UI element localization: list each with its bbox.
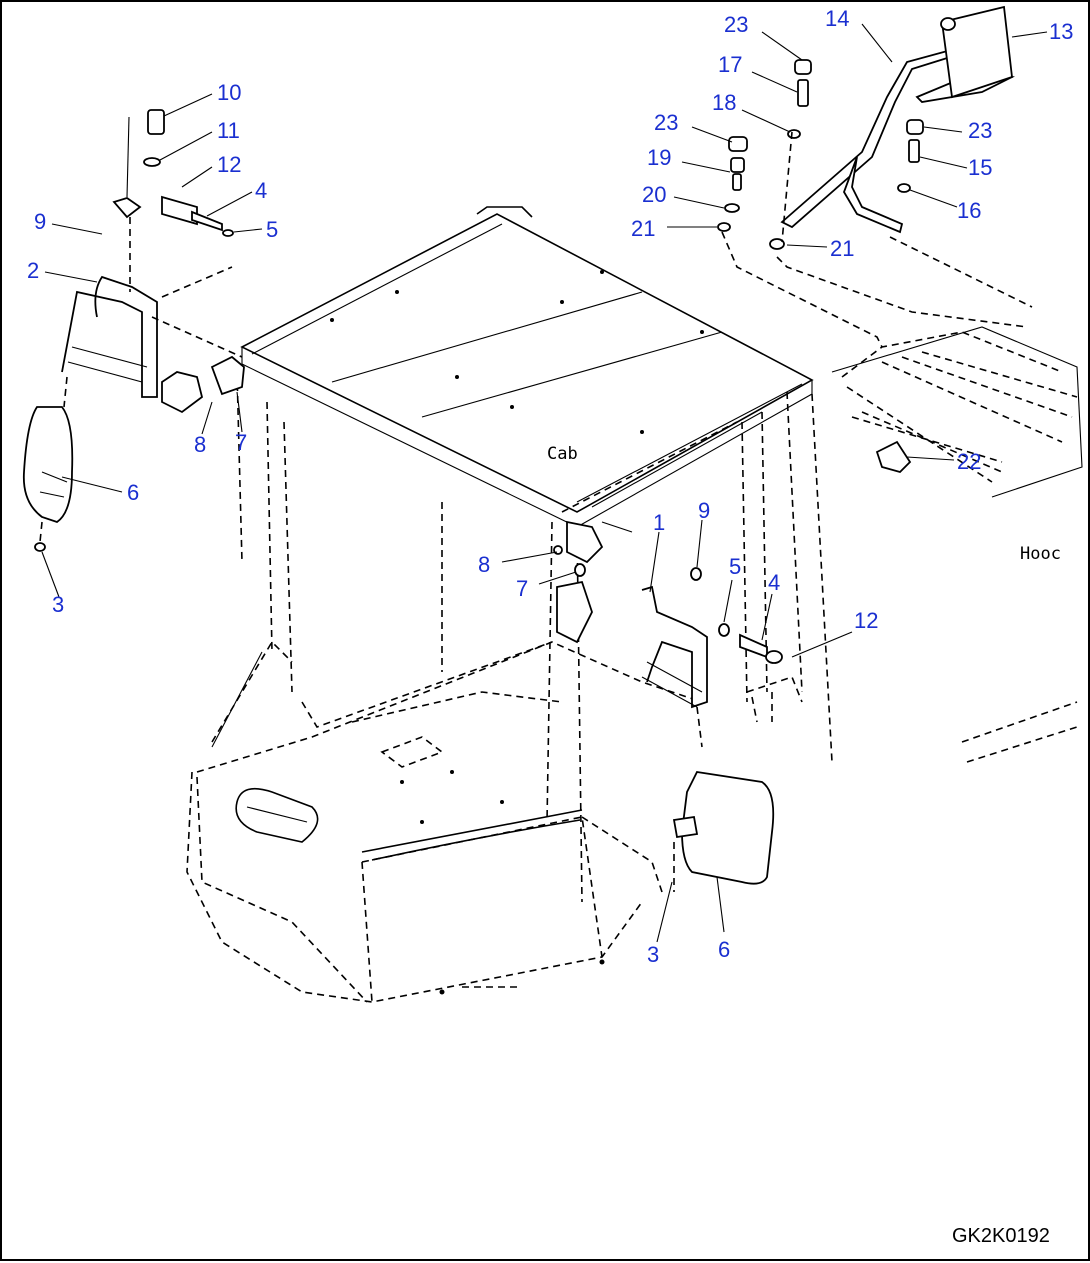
callout-19: 19 bbox=[647, 145, 671, 170]
callout-4: 4 bbox=[768, 570, 780, 595]
callout-16: 16 bbox=[957, 198, 981, 223]
right-mirror-assembly bbox=[553, 520, 783, 892]
callout-14: 14 bbox=[825, 6, 849, 31]
callout-11: 11 bbox=[217, 118, 240, 143]
callout-18: 18 bbox=[712, 90, 736, 115]
callout-8: 8 bbox=[194, 432, 206, 457]
callout-2: 2 bbox=[27, 258, 39, 283]
leader-lines bbox=[41, 23, 1048, 943]
callout-21: 21 bbox=[830, 236, 854, 261]
cab-roof bbox=[240, 206, 814, 528]
callout-1: 1 bbox=[653, 510, 665, 535]
callout-23: 23 bbox=[968, 118, 992, 143]
cab-lower-body bbox=[186, 641, 703, 1003]
callout-7: 7 bbox=[235, 430, 247, 455]
callout-3: 3 bbox=[647, 942, 659, 967]
callout-12: 12 bbox=[217, 152, 241, 177]
callout-5: 5 bbox=[729, 554, 741, 579]
drawing-id: GK2K0192 bbox=[952, 1225, 1050, 1247]
callout-5: 5 bbox=[266, 217, 278, 242]
callout-10: 10 bbox=[217, 80, 241, 105]
callout-8: 8 bbox=[478, 552, 490, 577]
callout-3: 3 bbox=[52, 592, 64, 617]
callout-6: 6 bbox=[718, 937, 730, 962]
cab-label: Cab bbox=[547, 444, 578, 464]
callout-15: 15 bbox=[968, 155, 992, 180]
handrail-assembly bbox=[717, 5, 1033, 474]
callout-21: 21 bbox=[631, 216, 655, 241]
hood-outline bbox=[746, 326, 1083, 763]
callout-22: 22 bbox=[957, 449, 981, 474]
callout-4: 4 bbox=[255, 178, 267, 203]
left-mirror-assembly bbox=[22, 109, 245, 552]
callout-7: 7 bbox=[516, 576, 528, 601]
callout-23: 23 bbox=[654, 110, 678, 135]
hood-label: Hooc bbox=[1020, 544, 1061, 564]
callout-6: 6 bbox=[127, 480, 139, 505]
callout-9: 9 bbox=[34, 209, 46, 234]
callouts: 10 11 12 4 5 9 2 6 3 8 7 23 14 13 17 18 … bbox=[27, 6, 1073, 967]
callout-13: 13 bbox=[1049, 19, 1073, 44]
callout-20: 20 bbox=[642, 182, 666, 207]
callout-12: 12 bbox=[854, 608, 878, 633]
callout-17: 17 bbox=[718, 52, 742, 77]
callout-9: 9 bbox=[698, 498, 710, 523]
cab-frame bbox=[211, 371, 833, 903]
callout-23: 23 bbox=[724, 12, 748, 37]
